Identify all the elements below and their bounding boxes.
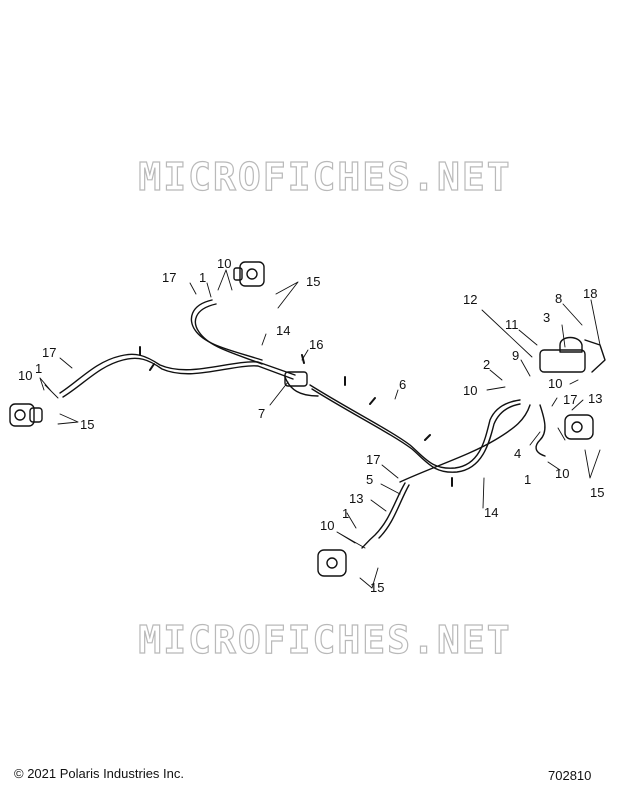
callout-17-right: 17 bbox=[563, 392, 577, 407]
callout-10-mid: 10 bbox=[463, 383, 477, 398]
callout-15-top: 15 bbox=[306, 274, 320, 289]
callout-18: 18 bbox=[583, 286, 597, 301]
caliper-front-left bbox=[9, 403, 43, 427]
callout-1-right: 1 bbox=[524, 472, 531, 487]
callout-15-left: 15 bbox=[80, 417, 94, 432]
master-cylinder-body bbox=[539, 349, 586, 373]
callout-1-left: 1 bbox=[35, 361, 42, 376]
callout-1-bottom: 1 bbox=[342, 506, 349, 521]
brake-line-rear-right bbox=[535, 404, 546, 457]
callout-10-right-top: 10 bbox=[548, 376, 562, 391]
figure-number: 702810 bbox=[548, 768, 592, 783]
callout-7: 7 bbox=[258, 406, 265, 421]
callout-8: 8 bbox=[555, 291, 562, 306]
callout-10-bottom: 10 bbox=[320, 518, 334, 533]
caliper-front-right bbox=[233, 261, 265, 287]
copyright-text: © 2021 Polaris Industries Inc. bbox=[14, 766, 184, 781]
watermark-bottom: MICROFICHES.NET bbox=[138, 617, 512, 662]
callout-13-right: 13 bbox=[588, 391, 602, 406]
callout-10-top: 10 bbox=[217, 256, 231, 271]
callout-10-right: 10 bbox=[555, 466, 569, 481]
callout-labels: 17 1 10 15 14 16 7 17 1 10 15 6 12 11 9 … bbox=[18, 256, 604, 595]
callout-9: 9 bbox=[512, 348, 519, 363]
callout-16: 16 bbox=[309, 337, 323, 352]
callout-4: 4 bbox=[514, 446, 521, 461]
brake-line-rear-left-2 bbox=[378, 484, 410, 539]
brake-line-front-junction bbox=[284, 376, 319, 397]
brake-line-rear-left bbox=[361, 482, 406, 549]
callout-13-mid: 13 bbox=[349, 491, 363, 506]
callout-17-left: 17 bbox=[42, 345, 56, 360]
callout-14-mid: 14 bbox=[484, 505, 498, 520]
brake-line-front-upper bbox=[190, 299, 263, 361]
callout-10-left: 10 bbox=[18, 368, 32, 383]
caliper-rear-right bbox=[564, 414, 594, 440]
master-cylinder-reservoir bbox=[559, 336, 583, 353]
brake-line-front-left-2 bbox=[62, 357, 294, 398]
callout-17-mid: 17 bbox=[366, 452, 380, 467]
callout-17-top: 17 bbox=[162, 270, 176, 285]
callout-14-top: 14 bbox=[276, 323, 290, 338]
brake-line-front-upper-2 bbox=[194, 303, 263, 365]
callout-11: 11 bbox=[505, 317, 519, 332]
bracket-8 bbox=[584, 339, 606, 373]
junction-block-7 bbox=[284, 371, 308, 387]
watermark-top: MICROFICHES.NET bbox=[138, 154, 512, 199]
brake-line-crossover bbox=[399, 404, 531, 483]
callout-15-bottom: 15 bbox=[370, 580, 384, 595]
callout-2: 2 bbox=[483, 357, 490, 372]
caliper-rear-left bbox=[317, 549, 347, 577]
brake-line-main bbox=[309, 384, 521, 469]
callout-3: 3 bbox=[543, 310, 550, 325]
callout-12: 12 bbox=[463, 292, 477, 307]
callout-1-top: 1 bbox=[199, 270, 206, 285]
callout-6: 6 bbox=[399, 377, 406, 392]
callout-5: 5 bbox=[366, 472, 373, 487]
brake-line-front-left bbox=[59, 353, 296, 394]
brake-line-main-2 bbox=[311, 388, 521, 473]
callout-15-right: 15 bbox=[590, 485, 604, 500]
